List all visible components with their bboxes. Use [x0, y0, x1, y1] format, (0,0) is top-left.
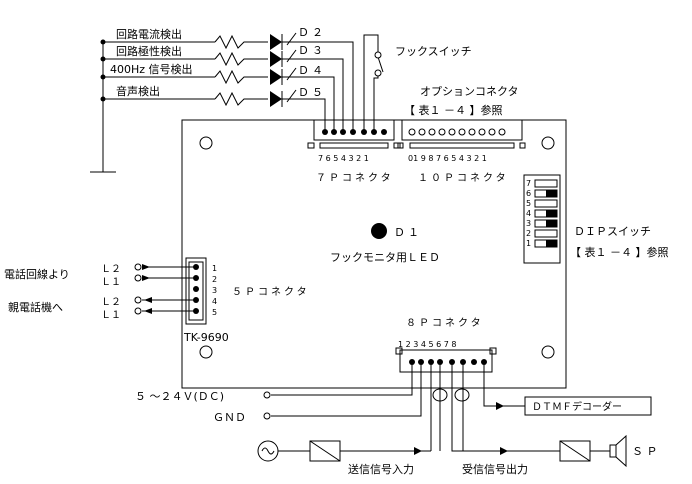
label-8p: ８Ｐコネクタ: [406, 317, 484, 329]
label-circuit-current: 回路電流検出: [116, 27, 182, 41]
label-5p: ５Ｐコネクタ: [232, 286, 310, 298]
label-10p-pins: 01 9 8 7 6 5 4 3 2 1: [408, 154, 487, 163]
connector-10p: [401, 119, 523, 141]
label-option-connector: オプションコネクタ: [420, 85, 519, 98]
svg-text:1: 1: [526, 239, 531, 248]
label-hook-monitor: フックモニタ用ＬＥＤ: [330, 251, 440, 264]
label-d4: Ｄ４: [298, 64, 326, 77]
label-l1-a: Ｌ１: [101, 277, 121, 288]
dip-switch: [523, 174, 561, 264]
svg-text:7: 7: [526, 179, 531, 188]
label-rx: 受信信号出力: [462, 462, 528, 476]
label-tx: 送信信号入力: [348, 462, 414, 476]
label-power: ５ ～２４Ｖ(ＤＣ): [135, 390, 224, 403]
label-l2-a: Ｌ２: [101, 264, 121, 275]
label-hook-switch: フックスイッチ: [395, 45, 472, 58]
label-400hz: 400Hz 信号検出: [110, 62, 193, 76]
led-d4-icon: [270, 69, 282, 85]
svg-text:3: 3: [526, 219, 531, 228]
label-model: TK-9690: [183, 331, 229, 344]
label-l2-b: Ｌ２: [101, 297, 121, 308]
mount-hole-tr: [541, 136, 555, 150]
label-7p-pins: 7 6 5 4 3 2 1: [318, 154, 369, 163]
label-voice: 音声検出: [116, 84, 160, 98]
label-8p-pins: 1 2 3 4 5 6 7 8: [398, 340, 457, 349]
label-7p: ７Ｐコネクタ: [316, 172, 394, 184]
svg-text:3: 3: [212, 286, 217, 295]
led-d5-icon: [270, 91, 282, 107]
mount-hole-bl: [199, 345, 213, 359]
svg-text:5: 5: [526, 199, 531, 208]
svg-text:6: 6: [526, 189, 531, 198]
label-table-ref-right: 【 表１ －４ 】参照: [570, 245, 669, 259]
dtmf-box: [524, 396, 652, 416]
label-dip-switch: ＤＩＰスイッチ: [574, 225, 651, 238]
resistor-2: [214, 51, 268, 67]
label-phone-line: 電話回線より: [4, 267, 70, 281]
mount-hole-br: [541, 345, 555, 359]
led-d1-icon: [371, 223, 387, 239]
svg-text:5: 5: [212, 308, 217, 317]
led-d3-icon: [270, 51, 282, 67]
label-dtmf: ＤＴＭＦデコーダー: [532, 400, 622, 413]
label-d2: Ｄ２: [298, 26, 326, 39]
led-d2-icon: [270, 34, 282, 50]
connector-5p: [185, 257, 207, 325]
mount-hole-tl: [199, 136, 213, 150]
svg-text:4: 4: [212, 297, 217, 306]
svg-text:2: 2: [212, 275, 217, 284]
label-d1: Ｄ１: [394, 226, 422, 239]
label-sp: Ｓ Ｐ: [632, 445, 658, 458]
resistor-4: [214, 91, 268, 107]
svg-text:4: 4: [526, 209, 531, 218]
label-10p: １０Ｐコネクタ: [418, 172, 509, 184]
label-parent-phone: 親電話機へ: [8, 300, 63, 314]
resistor-1: [214, 34, 268, 50]
label-l1-b: Ｌ１: [101, 310, 121, 321]
label-circuit-polarity: 回路極性検出: [116, 44, 182, 58]
label-d3: Ｄ３: [298, 44, 326, 57]
speaker-icon: [609, 444, 617, 458]
label-d5: Ｄ５: [298, 86, 326, 99]
label-table-ref-top: 【 表１ －４ 】参照: [404, 103, 503, 117]
svg-text:2: 2: [526, 229, 531, 238]
connector-8p: [399, 349, 493, 373]
label-gnd: ＧＮＤ: [213, 411, 246, 424]
svg-text:1: 1: [212, 264, 217, 273]
connector-7p: [313, 119, 395, 141]
resistor-3: [214, 69, 268, 85]
